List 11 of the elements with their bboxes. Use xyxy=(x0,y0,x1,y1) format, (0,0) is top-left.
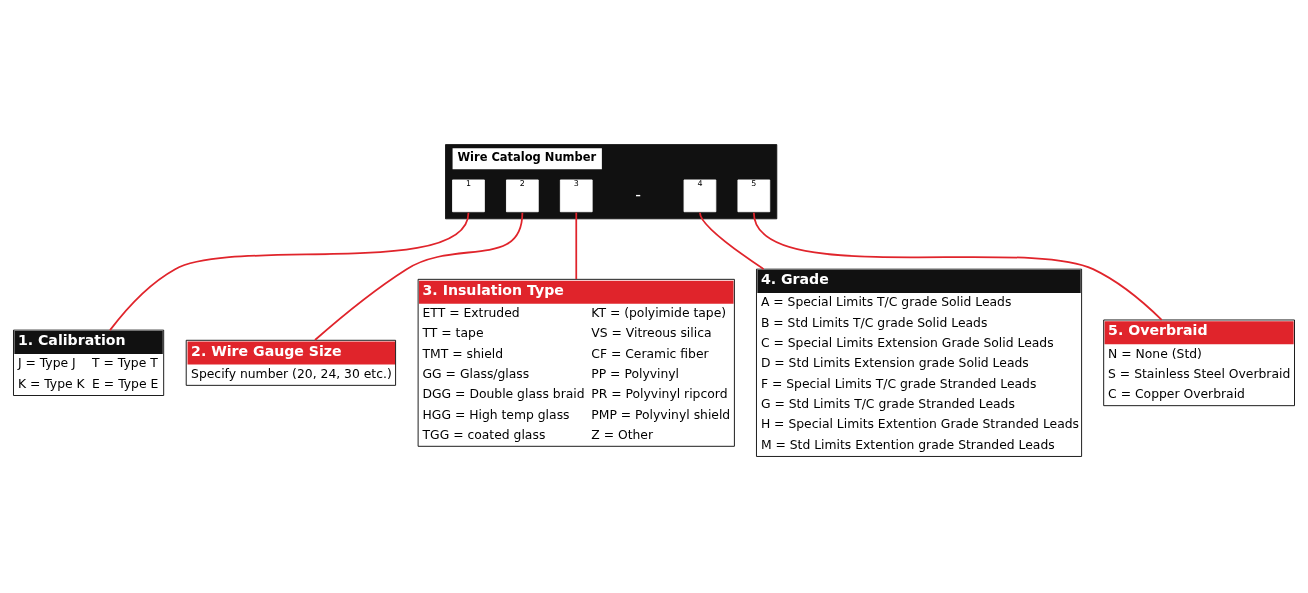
label: - xyxy=(635,184,641,204)
node-box: 5 xyxy=(737,179,771,212)
node-box: 3 xyxy=(559,179,593,212)
node-box: 4 xyxy=(683,179,717,212)
connector xyxy=(314,211,524,341)
connector xyxy=(575,211,578,280)
node-box: 1 xyxy=(452,179,485,212)
connector xyxy=(752,211,1163,321)
connector xyxy=(109,211,470,331)
node-box: 2 xyxy=(506,179,539,212)
connector xyxy=(699,211,765,270)
